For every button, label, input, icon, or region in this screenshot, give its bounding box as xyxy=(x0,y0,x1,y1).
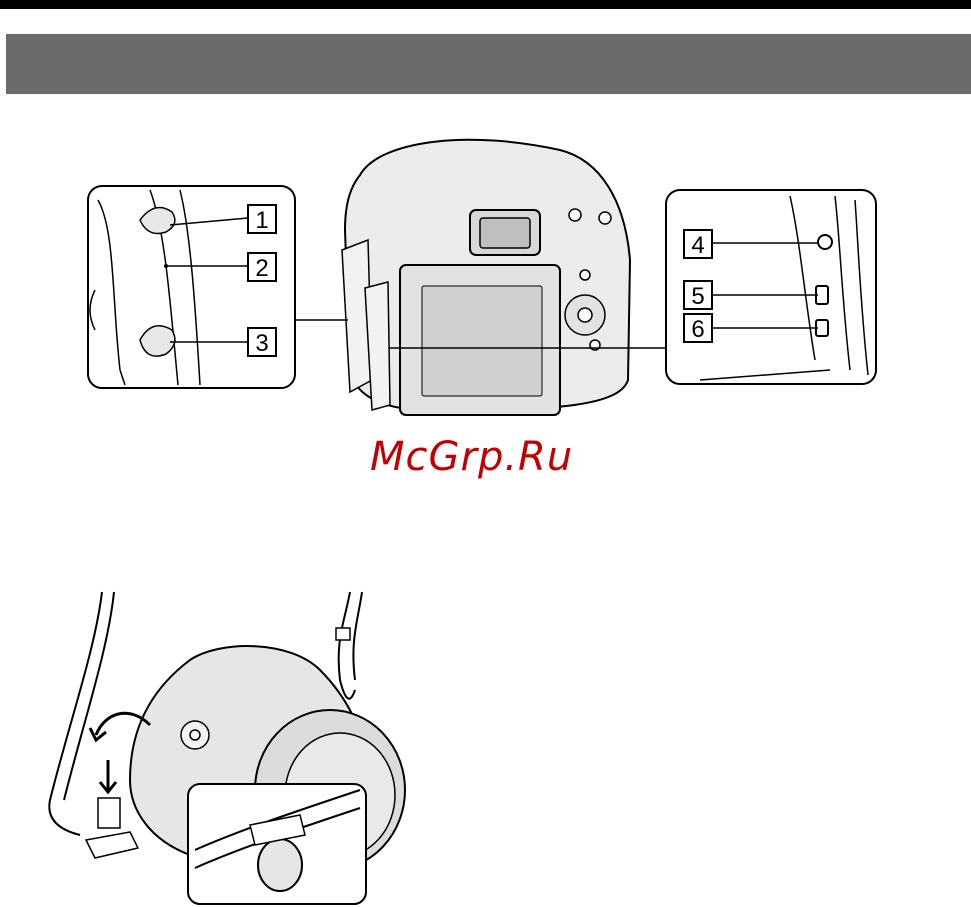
callout-3: 3 xyxy=(248,328,276,357)
callout-5: 5 xyxy=(684,281,712,310)
svg-text:1: 1 xyxy=(255,207,268,234)
callout-6: 6 xyxy=(684,314,712,343)
svg-text:3: 3 xyxy=(255,330,268,357)
camera-rear-body xyxy=(342,140,630,415)
callout-2: 2 xyxy=(248,253,276,282)
svg-text:6: 6 xyxy=(691,316,704,343)
svg-text:5: 5 xyxy=(691,283,704,310)
svg-text:4: 4 xyxy=(691,232,704,259)
watermark-text: McGrp.Ru xyxy=(370,432,610,482)
callout-4: 4 xyxy=(684,230,712,259)
svg-text:2: 2 xyxy=(255,255,268,282)
strap-attach-figure xyxy=(49,592,405,904)
callout-1: 1 xyxy=(248,205,276,234)
